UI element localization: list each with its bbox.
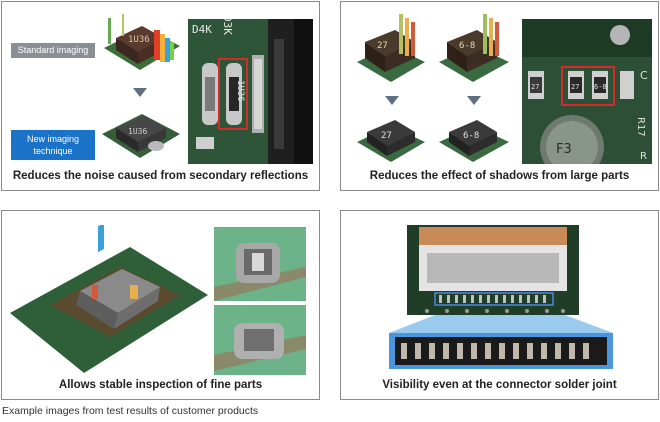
new-imaging-label: New imaging technique [26, 134, 80, 156]
board-label-d4k: D4K [192, 23, 212, 36]
fine-parts-3d-render [10, 225, 208, 373]
caption-shadows: Reduces the effect of shadows from large… [369, 170, 630, 182]
standard-imaging-tag: Standard imaging [11, 43, 95, 58]
shadow-board-label-r17: R17 [635, 117, 646, 137]
pcb-closeup-photo: D4K D3K 1U36 [188, 19, 313, 164]
shadow-board-label-1: 27 [531, 83, 539, 91]
panel-secondary-reflections: 1U36 Standard imaging 1U36 New imaging t… [1, 1, 320, 191]
fine-parts-photo-bottom [214, 305, 306, 375]
new-imaging-tag: New imaging technique [11, 130, 95, 160]
shadow-chip-label-c: 27 [381, 131, 392, 141]
shadow-chip-label-d: 6-8 [463, 131, 479, 141]
board-label-d3k: D3K [221, 19, 234, 35]
standard-imaging-render: 1U36 [94, 8, 182, 80]
new-chip-label: 1U36 [128, 127, 147, 136]
shadow-board-label-c: C [640, 69, 648, 82]
panel-connector-solder: Visibility even at the connector solder … [340, 210, 659, 400]
board-label-chip: 1U36 [235, 80, 245, 102]
shadow-render-right-bottom: 6-8 [437, 110, 511, 168]
down-arrow-icon [385, 96, 399, 105]
shadow-board-label-2: 27 [571, 83, 579, 91]
caption-fine-parts: Allows stable inspection of fine parts [58, 379, 263, 391]
shadow-board-label-f3: F3 [556, 142, 572, 157]
down-arrow-icon [133, 88, 147, 97]
down-arrow-icon [467, 96, 481, 105]
panel-fine-parts: Allows stable inspection of fine parts [1, 210, 320, 400]
fine-parts-photo-top [214, 227, 306, 301]
footer-note: Example images from test results of cust… [2, 405, 259, 417]
shadow-chip-label-a: 27 [377, 41, 388, 51]
shadow-pcb-photo: 27 27 6-8 F3 C R17 R [522, 19, 652, 164]
connector-photo [407, 225, 579, 315]
standard-chip-label: 1U36 [128, 35, 150, 45]
shadow-render-left-top: 27 [355, 12, 427, 90]
shadow-board-label-r: R [640, 151, 647, 162]
shadow-render-right-top: 6-8 [437, 12, 511, 90]
shadow-render-left-bottom: 27 [355, 110, 427, 168]
panel-shadows: 27 6-8 27 6-8 [340, 1, 659, 191]
connector-zoom-band [389, 315, 613, 371]
shadow-chip-label-b: 6-8 [459, 41, 475, 51]
caption-secondary-reflections: Reduces the noise caused from secondary … [12, 170, 309, 182]
caption-connector-solder: Visibility even at the connector solder … [382, 379, 617, 391]
standard-imaging-label: Standard imaging [17, 45, 89, 55]
shadow-board-label-3: 6-8 [594, 83, 607, 91]
new-imaging-render: 1U36 [98, 102, 182, 164]
